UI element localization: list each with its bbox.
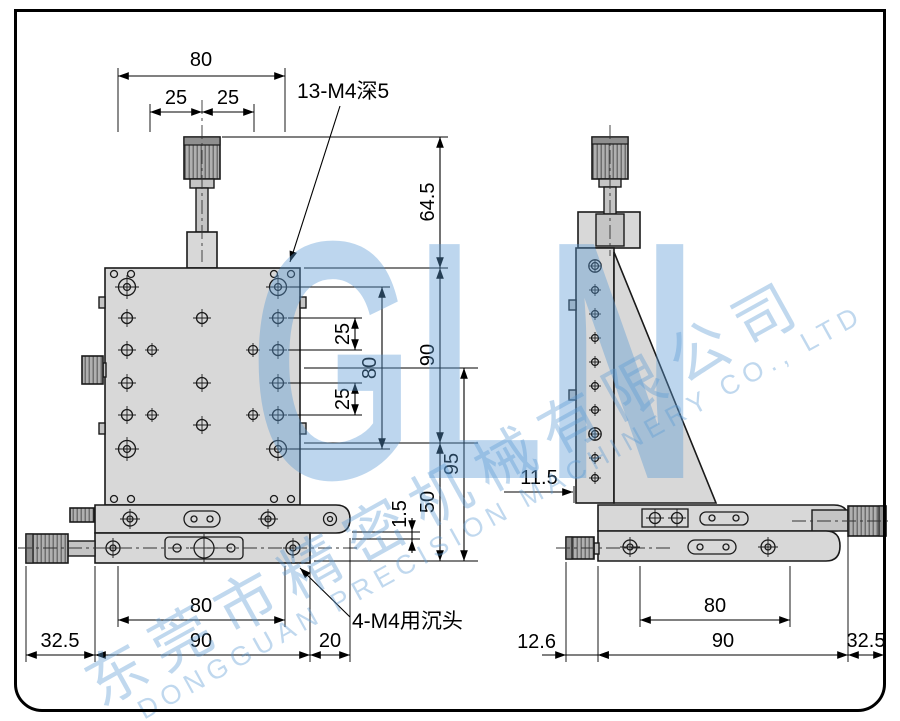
dim-holes-25-upper: 25 bbox=[332, 323, 354, 345]
dim-holes-80: 80 bbox=[359, 357, 381, 379]
side-plate-holes bbox=[568, 259, 602, 485]
countersink-note-label: 4-M4用沉头 bbox=[352, 610, 463, 633]
dim-overall-95: 95 bbox=[441, 453, 463, 475]
dim-plate-1-5: 1.5 bbox=[389, 500, 411, 528]
front-body-edge-screws bbox=[98, 269, 307, 504]
dim-offset-12-6: 12.6 bbox=[517, 631, 556, 653]
side-micrometer-vertical bbox=[577, 136, 641, 249]
side-gusset-triangle bbox=[613, 251, 718, 504]
front-view bbox=[18, 100, 360, 564]
dim-top-width: 80 bbox=[190, 49, 212, 71]
thread-note-label: 13-M4深5 bbox=[297, 80, 389, 103]
leader-thread-note bbox=[289, 105, 341, 263]
dim-offset-11-5: 11.5 bbox=[520, 467, 557, 489]
dim-top-25-right: 25 bbox=[217, 87, 239, 109]
front-side-lock-knob bbox=[81, 355, 107, 385]
side-dim-base-32-5: 32.5 bbox=[847, 630, 886, 652]
side-view-dimensions: 11.5 12.6 80 90 32.5 bbox=[504, 467, 885, 662]
dim-holes-25-lower: 25 bbox=[332, 388, 354, 410]
dim-base-80: 80 bbox=[190, 595, 212, 617]
front-stage-body bbox=[104, 267, 301, 506]
side-base-lower bbox=[597, 530, 841, 562]
dim-mic-height: 64.5 bbox=[417, 183, 439, 222]
dim-base-32-5: 32.5 bbox=[41, 630, 80, 652]
side-dim-base-80: 80 bbox=[704, 595, 726, 617]
dim-body-height: 90 bbox=[417, 344, 439, 366]
side-view bbox=[556, 125, 890, 562]
side-dim-base-90: 90 bbox=[712, 630, 734, 652]
front-micrometer-horizontal bbox=[25, 533, 96, 564]
side-base-saddle bbox=[597, 504, 849, 532]
dim-base-90: 90 bbox=[190, 630, 212, 652]
leader-countersink-note bbox=[299, 567, 351, 618]
front-view-dimensions: 80 25 25 13-M4深5 64.5 90 95 50 1.5 25 80… bbox=[25, 49, 478, 662]
dim-top-25-left: 25 bbox=[165, 87, 187, 109]
dim-base-20: 20 bbox=[319, 630, 341, 652]
front-base-saddle bbox=[69, 504, 351, 534]
dim-height-50: 50 bbox=[417, 491, 439, 513]
